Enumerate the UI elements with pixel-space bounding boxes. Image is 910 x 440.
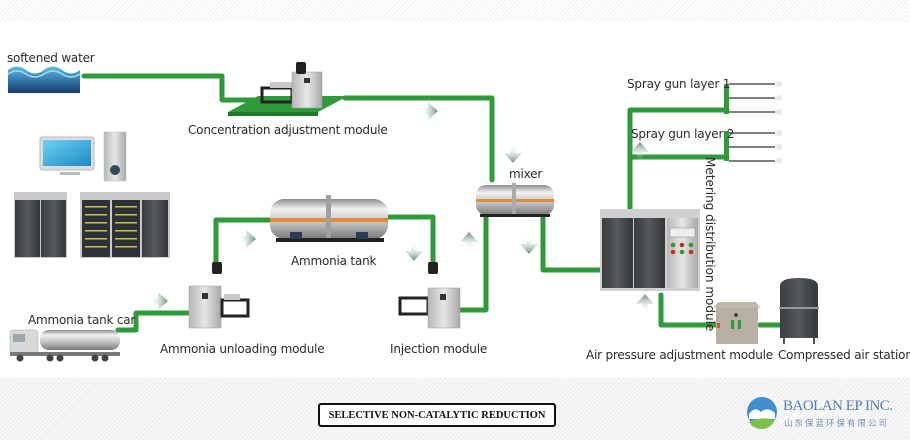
concentration-module-icon <box>228 62 348 116</box>
spray-guns <box>729 83 775 162</box>
pipe-tank-to-injection <box>385 214 436 265</box>
flow-arrow-right <box>150 292 168 310</box>
label-spray-gun-layer-1: Spray gun layer 1 <box>627 77 731 91</box>
pipe-unloading-to-tank <box>213 217 275 265</box>
label-ammonia-tank: Ammonia tank <box>291 254 377 268</box>
baolan-logo-icon <box>747 397 777 429</box>
label-softened-water: softened water <box>7 51 95 65</box>
label-mixer: mixer <box>509 167 543 181</box>
label-ammonia-tank-car: Ammonia tank car <box>28 313 136 327</box>
ammonia-tank-icon <box>270 195 388 242</box>
air-pressure-module-icon <box>714 302 760 344</box>
tanker-truck-icon <box>9 329 120 362</box>
label-injection-module: Injection module <box>390 342 488 356</box>
pipe-concentration-to-mixer <box>342 95 495 183</box>
label-air-pressure-module: Air pressure adjustment module <box>586 348 773 362</box>
company-name-cn: 山东保蓝环保有限公司 <box>784 419 890 429</box>
pipe-mixer-to-metering <box>540 214 603 273</box>
spray-nozzles <box>776 81 782 164</box>
flow-arrow-down <box>405 243 423 261</box>
pipe-injection-to-mixer <box>457 214 489 313</box>
flow-arrow-up <box>631 142 649 160</box>
top-pattern-band <box>0 0 910 22</box>
diagram-title: SELECTIVE NON-CATALYTIC REDUCTION <box>318 403 556 427</box>
pipes <box>81 73 783 333</box>
label-spray-gun-layer-2: Spray gun layer 2 <box>631 127 735 141</box>
label-concentration-module: Concentration adjustment module <box>188 123 388 137</box>
air-tank-icon <box>779 278 819 344</box>
label-compressed-air-station: Compressed air statior <box>778 348 910 362</box>
flow-arrow-down <box>520 236 538 254</box>
flow-arrow-up <box>460 232 478 250</box>
pipe-metering-up <box>627 107 730 215</box>
unloading-module-icon <box>188 262 250 329</box>
flow-arrow-right <box>420 102 438 120</box>
label-metering-distribution: Metering distribution module <box>703 157 717 332</box>
flow-arrow-right <box>238 230 256 248</box>
flow-arrow-up <box>636 294 654 312</box>
flow-arrows <box>150 102 654 312</box>
water-waves-icon <box>7 66 81 93</box>
pipe-water-to-concentration <box>81 73 271 103</box>
computer-icon <box>39 131 127 182</box>
injection-module-icon <box>398 262 461 329</box>
company-name: BAOLAN EP INC. <box>783 398 893 414</box>
label-ammonia-unloading: Ammonia unloading module <box>160 342 325 356</box>
pipe-manifolds <box>724 84 729 161</box>
mixer-tank-icon <box>476 183 554 217</box>
company-logo: BAOLAN EP INC. 山东保蓝环保有限公司 <box>745 396 905 432</box>
server-rack-icon <box>14 192 170 258</box>
flow-arrow-down <box>504 145 522 163</box>
metering-module-icon <box>600 209 700 291</box>
pipe-metering-to-air-module <box>658 292 723 328</box>
pipe-truck-to-unloading <box>115 310 191 333</box>
